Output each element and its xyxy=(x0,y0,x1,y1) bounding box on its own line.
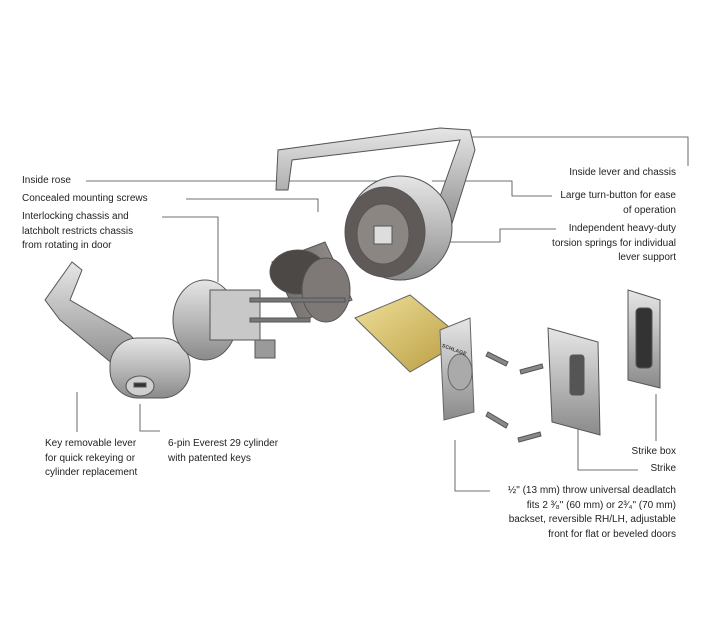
label-torsion-springs: Independent heavy-duty torsion springs f… xyxy=(552,222,676,266)
label-deadlatch: ½" (13 mm) throw universal deadlatch fit… xyxy=(508,484,676,542)
screws xyxy=(485,351,544,443)
label-line: fits 2 ³⁄₈" (60 mm) or 2³⁄₄" (70 mm) xyxy=(526,499,676,511)
strike-plate xyxy=(547,327,601,436)
label-line: of operation xyxy=(623,204,676,216)
outside-lever xyxy=(44,261,346,399)
inside-lever xyxy=(275,127,476,281)
label-line: for quick rekeying or xyxy=(45,452,136,464)
label-key-removable-lever: Key removable lever for quick rekeying o… xyxy=(45,437,137,481)
label-line: cylinder replacement xyxy=(45,467,138,478)
deadlatch xyxy=(354,294,475,421)
label-line: Large turn-button for ease xyxy=(560,190,676,201)
label-strike-box: Strike box xyxy=(631,446,676,457)
label-line: 6-pin Everest 29 cylinder xyxy=(168,438,279,449)
label-interlocking-chassis: Interlocking chassis and latchbolt restr… xyxy=(22,210,133,254)
rose-cup xyxy=(269,241,353,323)
label-line: backset, reversible RH/LH, adjustable xyxy=(508,514,676,525)
label-line: front for flat or beveled doors xyxy=(548,528,676,540)
label-line: latchbolt restricts chassis xyxy=(22,225,134,237)
label-line: from rotating in door xyxy=(22,240,112,251)
label-turn-button: Large turn-button for ease of operation xyxy=(560,189,676,218)
label-line: lever support xyxy=(618,252,676,263)
label-concealed-screws: Concealed mounting screws xyxy=(22,193,148,204)
label-line: ½" (13 mm) throw universal deadlatch xyxy=(507,485,676,496)
label-strike: Strike xyxy=(650,463,676,474)
label-line: Key removable lever xyxy=(45,438,137,449)
label-line: torsion springs for individual xyxy=(552,237,676,249)
label-line: with patented keys xyxy=(168,452,251,464)
strike-box xyxy=(627,289,661,389)
label-cylinder: 6-pin Everest 29 cylinder with patented … xyxy=(168,437,278,466)
label-inside-rose: Inside rose xyxy=(22,175,71,186)
label-line: Independent heavy-duty xyxy=(568,223,676,234)
label-inside-lever: Inside lever and chassis xyxy=(569,167,676,178)
label-line: Interlocking chassis and xyxy=(22,211,129,222)
